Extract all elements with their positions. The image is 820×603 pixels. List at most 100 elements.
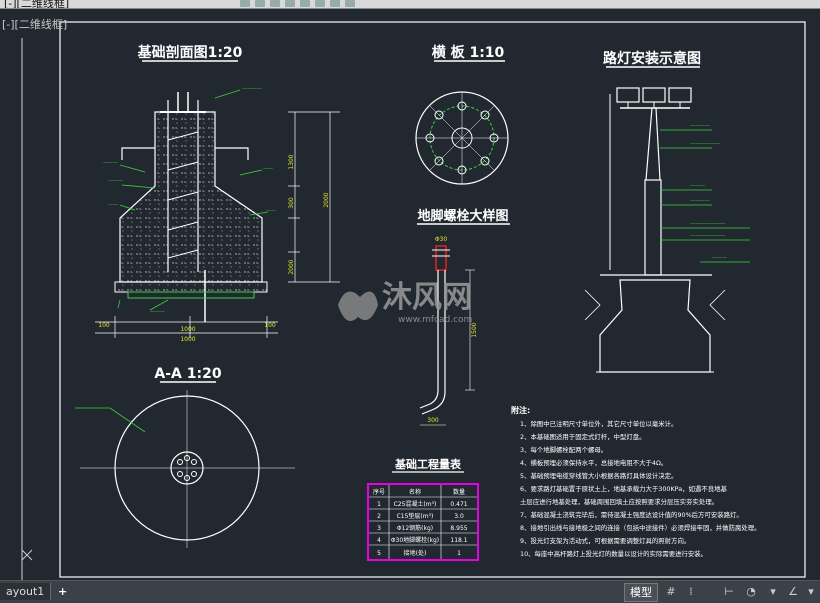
- lamp-leader-labels: —————————— ——————— —————————————— ———: [690, 123, 727, 261]
- status-bar: ayout1 + 模型 # ⁞ ⊢ ◔ ▾ ∠ ▾: [0, 580, 820, 603]
- table-header: 序号: [373, 488, 385, 496]
- watermark-logo-icon: [338, 291, 378, 321]
- table-cell: 5: [377, 550, 381, 557]
- table-cell: 4: [377, 537, 381, 544]
- toolbar-icon[interactable]: [300, 0, 310, 7]
- aa-plan: [75, 390, 295, 548]
- ucs-icon: [21, 549, 33, 561]
- table-cell: 2: [377, 513, 381, 520]
- aa-title: A-A 1:20: [154, 366, 221, 382]
- note-line: 10、每座中高杆路灯上投光灯的数量以设计的实际需要进行安装。: [520, 549, 707, 558]
- bolt-dim-side: 1500: [471, 322, 478, 337]
- ortho-icon[interactable]: ⊢: [724, 585, 734, 598]
- toolbar-icon[interactable]: [285, 0, 295, 7]
- toolbar-icon[interactable]: [345, 0, 355, 7]
- toolbar-icon[interactable]: [270, 0, 280, 7]
- dim-d1: 100: [98, 322, 110, 329]
- dim-d2: 1000: [180, 326, 195, 333]
- section-leader-labels: ———————— ———————— ———: [103, 86, 276, 315]
- svg-text:————: ————: [690, 123, 710, 129]
- table-header: 名称: [409, 488, 421, 496]
- note-line: 7、基础混凝土浇筑完毕后，需待混凝土强度达设计值的90%后方可安装路灯。: [520, 510, 743, 519]
- note-line: 5、基础预埋电缆穿线管大小根据各路灯具体设计决定。: [520, 471, 677, 480]
- foundation-section: [114, 92, 268, 322]
- svg-text:———: ———: [103, 160, 118, 166]
- toolbar-icon[interactable]: [330, 0, 340, 7]
- note-line: 6、要求路灯基础置于原状土上，地基承载力大于300KPa，如遇不良地基: [520, 484, 727, 493]
- polar-icon[interactable]: ◔: [746, 585, 756, 598]
- dropdown-icon[interactable]: ▾: [770, 585, 776, 598]
- view-label: [-][二维线框]: [2, 17, 67, 31]
- table-cell: 3: [377, 525, 381, 532]
- svg-text:——: ——: [108, 202, 118, 208]
- note-line: 土层应进行地基处理，基础周围回填土应按照要求分层压实夯实处理。: [520, 497, 718, 506]
- bolt-dim-top: Φ30: [435, 236, 448, 243]
- dim-d3: 1000: [180, 336, 195, 343]
- svg-text:————: ————: [242, 86, 262, 92]
- anchor-plate: [415, 91, 509, 185]
- notes-block: 附注: 1、除图中已注明尺寸单位外，其它尺寸单位以毫米计。 2、本基础图适用于固…: [511, 405, 761, 558]
- toolbar-icons: [240, 0, 355, 8]
- toolbar-icon[interactable]: [240, 0, 250, 7]
- table-grid: [369, 485, 477, 559]
- horizontal-dimensions: [95, 316, 278, 338]
- toolbar-icon[interactable]: [315, 0, 325, 7]
- toolbar-text: [-][二维线框]: [4, 0, 70, 9]
- top-toolbar: [-][二维线框]: [0, 0, 820, 9]
- svg-text:———: ———: [150, 309, 165, 315]
- note-line: 2、本基础图适用于固定式灯杆，中型灯盘。: [520, 432, 646, 441]
- note-line: 9、投光灯支架为活动式，可根据需要调整灯具的照射方向。: [520, 536, 690, 545]
- notes-title: 附注:: [511, 405, 530, 415]
- table-cell: 1: [457, 550, 461, 557]
- note-line: 1、除图中已注明尺寸单位外，其它尺寸单位以毫米计。: [520, 419, 677, 428]
- table-cell: 1: [377, 501, 381, 508]
- table-cell: Φ30地脚螺栓(kg): [391, 536, 439, 544]
- vertical-dimensions: [288, 111, 340, 283]
- lamp-leaders: [660, 129, 750, 263]
- section-title: 基础剖面图1:20: [138, 44, 243, 61]
- bolt-dim-hook: 300: [427, 417, 439, 424]
- table-title: 基础工程量表: [394, 457, 462, 471]
- note-line: 3、每个地脚螺栓配两个螺母。: [520, 445, 607, 454]
- svg-text:———————: ———————: [690, 233, 725, 239]
- dim-v3: 300: [288, 197, 295, 209]
- svg-text:————: ————: [690, 198, 710, 204]
- add-tab-button[interactable]: +: [58, 585, 68, 598]
- dim-v2: 1300: [288, 154, 295, 169]
- table-cell: 8.955: [450, 525, 467, 532]
- table-cell: 3.0: [454, 513, 464, 520]
- svg-text:——: ——: [263, 166, 273, 172]
- osnap-icon[interactable]: ∠: [788, 585, 798, 598]
- quantity-table: 序号 名称 数量 1 C25混凝土(m³) 0.471 2 C15垫层(m³) …: [373, 488, 468, 557]
- svg-text:———————: ———————: [690, 221, 725, 227]
- drawing-canvas[interactable]: [-][二维线框] 基础剖面图1:20 ———————— ———————— ——…: [0, 8, 820, 580]
- watermark: 沐风网 www.mfcad.com: [338, 280, 472, 325]
- dim-v4: 2000: [323, 192, 330, 207]
- section-leaders: [117, 89, 269, 311]
- bolt-title: 地脚螺栓大样图: [417, 208, 508, 224]
- menu-icon[interactable]: ▾: [808, 585, 814, 598]
- grid-icon[interactable]: #: [666, 585, 676, 598]
- tab-layout1[interactable]: ayout1: [0, 583, 52, 600]
- watermark-url: www.mfcad.com: [398, 315, 472, 325]
- svg-text:———: ———: [108, 178, 123, 184]
- snap-icon[interactable]: ⁞: [689, 585, 693, 598]
- svg-text:——: ——: [266, 208, 276, 214]
- anchor-bolt: [419, 245, 475, 426]
- dim-v1: 2000: [288, 259, 295, 274]
- table-cell: Φ12钢筋(kg): [397, 524, 433, 532]
- toolbar-icon[interactable]: [255, 0, 265, 7]
- drawing-frame: [59, 21, 806, 578]
- svg-text:———: ———: [690, 183, 705, 189]
- plate-title: 横 板 1:10: [432, 44, 505, 61]
- model-button[interactable]: 模型: [624, 583, 658, 602]
- table-cell: 接地(处): [404, 549, 427, 557]
- svg-text:———: ———: [712, 255, 727, 261]
- table-border: [367, 483, 479, 561]
- note-line: 4、横板预埋必须保持水平，总接地电阻不大于4Ω。: [520, 458, 667, 467]
- table-cell: C25混凝土(m³): [394, 500, 437, 508]
- svg-text:——————: ——————: [690, 141, 720, 147]
- table-cell: 0.471: [450, 501, 467, 508]
- lamp-assembly: [584, 87, 726, 373]
- cad-drawing: [-][二维线框] 基础剖面图1:20 ———————— ———————— ——…: [2, 17, 806, 580]
